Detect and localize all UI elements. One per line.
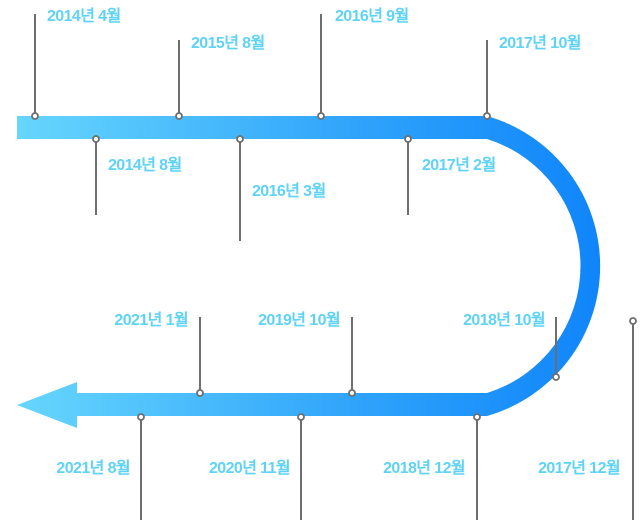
milestone-dot — [196, 389, 204, 397]
milestone-label: 2017년 12월 — [538, 460, 620, 477]
milestone-dot — [92, 135, 100, 143]
milestone-label: 2016년 3월 — [252, 183, 326, 200]
milestone-label: 2018년 10월 — [463, 312, 545, 329]
milestone-dot — [348, 389, 356, 397]
milestone-label: 2014년 8월 — [108, 157, 182, 174]
milestone-label: 2015년 8월 — [191, 35, 265, 52]
milestone-label: 2018년 12월 — [383, 460, 465, 477]
milestone-dot — [473, 413, 481, 421]
timeline-band — [17, 116, 601, 428]
milestone-label: 2020년 11월 — [209, 460, 291, 477]
milestone-dot — [137, 413, 145, 421]
milestone-dot — [31, 112, 39, 120]
milestone-dot — [404, 135, 412, 143]
milestone-dot — [552, 373, 560, 381]
milestone-label: 2019년 10월 — [258, 312, 340, 329]
milestone-label: 2014년 4월 — [47, 8, 121, 25]
milestone-label: 2021년 1월 — [114, 312, 188, 329]
milestone-label: 2021년 8월 — [56, 460, 130, 477]
milestone-dot — [236, 135, 244, 143]
milestone-label: 2017년 10월 — [499, 35, 581, 52]
milestone-dot — [629, 317, 637, 325]
milestone-dot — [483, 112, 491, 120]
milestone-dot — [297, 413, 305, 421]
milestone-dot — [317, 112, 325, 120]
milestone-label: 2016년 9월 — [335, 8, 409, 25]
milestone-label: 2017년 2월 — [422, 157, 496, 174]
milestone-dot — [175, 112, 183, 120]
